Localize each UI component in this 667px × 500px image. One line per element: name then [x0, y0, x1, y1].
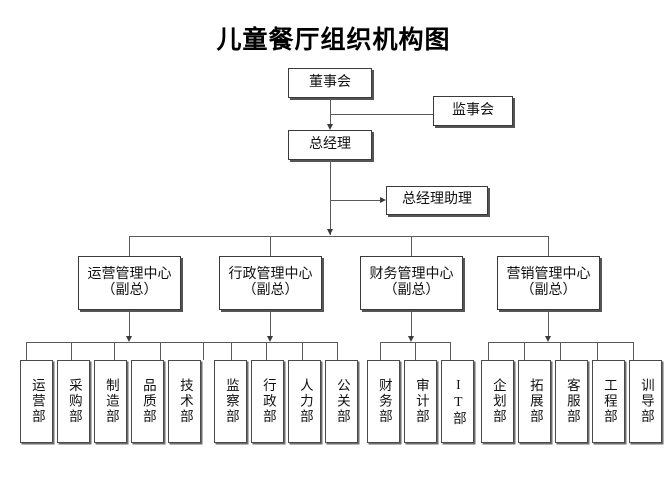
- department-label: 企划部: [490, 378, 506, 425]
- department-box[interactable]: 工程部: [592, 360, 625, 443]
- department-box[interactable]: 监察部: [214, 360, 247, 443]
- center-administration-line2: （副总）: [242, 283, 299, 298]
- department-label: 行政部: [260, 378, 276, 425]
- department-box[interactable]: 公关部: [325, 360, 358, 443]
- center-marketing-line2: （副总）: [520, 283, 577, 298]
- department-label: 工程部: [601, 378, 617, 425]
- department-box[interactable]: 品质部: [131, 360, 164, 443]
- drop-finance-3: [450, 342, 451, 360]
- connector-operations-center-down: [129, 310, 130, 336]
- department-box[interactable]: 审计部: [404, 360, 437, 443]
- department-label: 技术部: [177, 378, 193, 425]
- connector-gm-to-assistant: [330, 200, 380, 201]
- department-label: 拓展部: [527, 378, 543, 425]
- center-administration-line1: 行政管理中心: [228, 266, 313, 282]
- connector-bus-to-operations-center: [129, 236, 130, 256]
- center-operations[interactable]: 运营管理中心 （副总）: [78, 256, 181, 310]
- arrow-operations-center-down: [125, 336, 132, 342]
- center-finance-line2: （副总）: [383, 283, 440, 298]
- department-box[interactable]: IT部: [441, 360, 474, 443]
- department-label: 公关部: [334, 378, 350, 425]
- department-label: 制造部: [103, 378, 119, 425]
- arrow-gm-to-centers-bus: [326, 229, 333, 235]
- drop-marketing-2: [524, 342, 525, 360]
- drop-administration-1: [231, 342, 232, 360]
- operations-departments-bus: [26, 342, 233, 343]
- node-general-manager[interactable]: 总经理: [288, 130, 372, 160]
- department-label: 品质部: [140, 378, 156, 425]
- administration-departments-bus: [231, 342, 338, 343]
- department-box[interactable]: 运营部: [20, 360, 53, 443]
- node-gm-assistant[interactable]: 总经理助理: [386, 186, 488, 215]
- department-label: 审计部: [413, 378, 429, 425]
- drop-marketing-4: [597, 342, 598, 360]
- drop-administration-2: [266, 342, 267, 360]
- connector-finance-center-down: [411, 310, 412, 336]
- department-label: 采购部: [66, 378, 82, 425]
- department-label: 训导部: [638, 378, 654, 425]
- department-box[interactable]: 企划部: [481, 360, 514, 443]
- department-box[interactable]: 拓展部: [518, 360, 551, 443]
- center-finance-line1: 财务管理中心: [369, 266, 454, 282]
- department-label: 运营部: [29, 378, 45, 425]
- connector-administration-center-down: [270, 310, 271, 336]
- drop-administration-3: [302, 342, 303, 360]
- drop-operations-2: [71, 342, 72, 360]
- drop-operations-3: [114, 342, 115, 360]
- department-box[interactable]: 制造部: [94, 360, 127, 443]
- department-label: 监察部: [223, 378, 239, 425]
- connector-bus-to-finance-center: [411, 236, 412, 256]
- center-administration[interactable]: 行政管理中心 （副总）: [219, 256, 322, 310]
- arrow-board-to-gm: [326, 124, 333, 130]
- department-box[interactable]: 训导部: [629, 360, 662, 443]
- arrow-administration-center-down: [266, 336, 273, 342]
- drop-finance-1: [380, 342, 381, 360]
- connector-board-to-gm: [330, 98, 331, 124]
- department-box[interactable]: 技术部: [168, 360, 201, 443]
- drop-administration-4: [337, 342, 338, 360]
- connector-bus-to-marketing-center: [548, 236, 549, 256]
- arrow-finance-center-down: [407, 336, 414, 342]
- center-marketing[interactable]: 营销管理中心 （副总）: [497, 256, 600, 310]
- department-label: IT部: [450, 376, 466, 427]
- department-box[interactable]: 财务部: [367, 360, 400, 443]
- node-general-manager-label: 总经理: [309, 136, 351, 152]
- centers-bus-line: [129, 236, 549, 237]
- center-marketing-line1: 营销管理中心: [506, 266, 591, 282]
- drop-operations-4: [160, 342, 161, 360]
- drop-operations-5: [203, 342, 204, 360]
- department-box[interactable]: 客服部: [555, 360, 588, 443]
- node-board-label: 董事会: [309, 74, 351, 90]
- drop-marketing-1: [488, 342, 489, 360]
- connector-supervisors-to-trunk: [330, 114, 433, 115]
- connector-marketing-center-down: [548, 310, 549, 336]
- connector-bus-to-administration-center: [270, 236, 271, 256]
- department-label: 人力部: [297, 378, 313, 425]
- drop-marketing-5: [633, 342, 634, 360]
- center-finance[interactable]: 财务管理中心 （副总）: [360, 256, 463, 310]
- department-box[interactable]: 行政部: [251, 360, 284, 443]
- department-label: 财务部: [376, 378, 392, 425]
- department-box[interactable]: 采购部: [57, 360, 90, 443]
- department-box[interactable]: 人力部: [288, 360, 321, 443]
- drop-marketing-3: [560, 342, 561, 360]
- drop-finance-2: [415, 342, 416, 360]
- node-supervisors-label: 监事会: [452, 102, 494, 118]
- connector-gm-trunk: [330, 160, 331, 235]
- arrow-gm-to-assistant: [380, 196, 386, 203]
- node-supervisors[interactable]: 监事会: [433, 96, 513, 126]
- drop-operations-1: [26, 342, 27, 360]
- center-operations-line1: 运营管理中心: [87, 266, 172, 282]
- node-gm-assistant-label: 总经理助理: [402, 192, 472, 208]
- page-title: 儿童餐厅组织机构图: [216, 27, 451, 54]
- center-operations-line2: （副总）: [101, 283, 158, 298]
- arrow-marketing-center-down: [544, 336, 551, 342]
- department-label: 客服部: [564, 378, 580, 425]
- node-board[interactable]: 董事会: [288, 68, 372, 98]
